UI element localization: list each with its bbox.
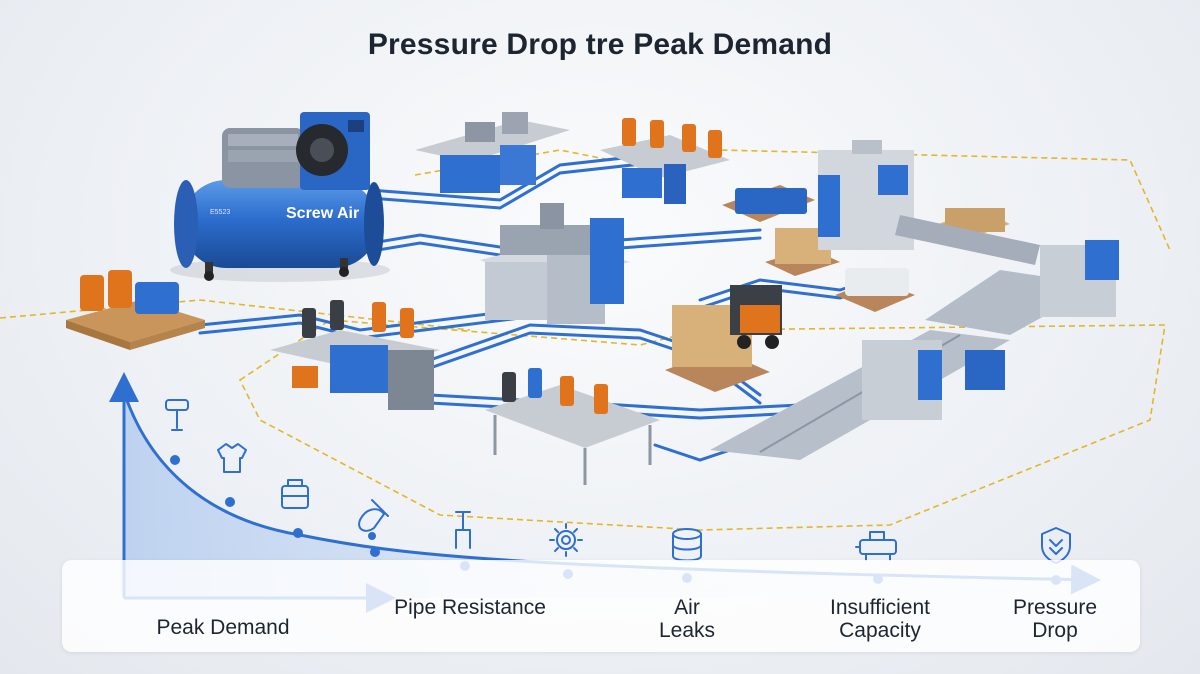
- pipe-left-2: [198, 316, 522, 340]
- step-label-pipe-resistance: Pipe Resistance: [394, 596, 546, 619]
- curve-point: [293, 528, 303, 538]
- bottles-pallet: [722, 185, 815, 222]
- leak-wrench-icon: [358, 499, 389, 540]
- database-icon: [672, 528, 702, 562]
- compressor-badge: E5523: [210, 209, 230, 216]
- shield-down-icon: [1041, 527, 1071, 564]
- zone-center: [238, 319, 1166, 531]
- lower-workbench: [485, 368, 660, 485]
- drill-icon: [80, 275, 104, 311]
- drill-icon: [108, 270, 132, 308]
- pipe-fitting-icon: [455, 511, 471, 549]
- step-label-pressure-drop: Pressure Drop: [1012, 596, 1098, 642]
- top-workbench: [415, 112, 570, 193]
- left-tool-pallet: [66, 270, 205, 350]
- forklift: [730, 285, 782, 349]
- cnc-machine: [480, 203, 630, 324]
- flow-steps-panel: [62, 560, 1140, 652]
- compressor-icon: [855, 531, 897, 561]
- toolbox: [135, 282, 179, 314]
- compressor-brand: Screw Air: [286, 205, 359, 222]
- conveyors: [710, 215, 1119, 460]
- step-label-air-leaks: Air Leaks: [658, 596, 716, 642]
- drill-icon: [165, 399, 189, 431]
- pipe-upper-2: [368, 161, 652, 210]
- top-tool-station: [600, 118, 730, 204]
- tool-box-icon: [281, 479, 309, 509]
- page-title: Pressure Drop tre Peak Demand: [367, 28, 833, 61]
- left-tool-station: [270, 300, 440, 410]
- spools-pallet: [835, 268, 915, 312]
- curve-point: [370, 547, 380, 557]
- gear-icon: [549, 523, 583, 557]
- screw-air-compressor: Screw Air E5523: [170, 112, 390, 282]
- tool-shirt-icon: [217, 443, 247, 473]
- step-label-insufficient-capacity: Insufficient Capacity: [829, 596, 930, 642]
- curve-point: [170, 455, 180, 465]
- step-label-peak-demand: Peak Demand: [156, 616, 290, 639]
- curve-point: [225, 497, 235, 507]
- pipe-lower: [428, 393, 802, 412]
